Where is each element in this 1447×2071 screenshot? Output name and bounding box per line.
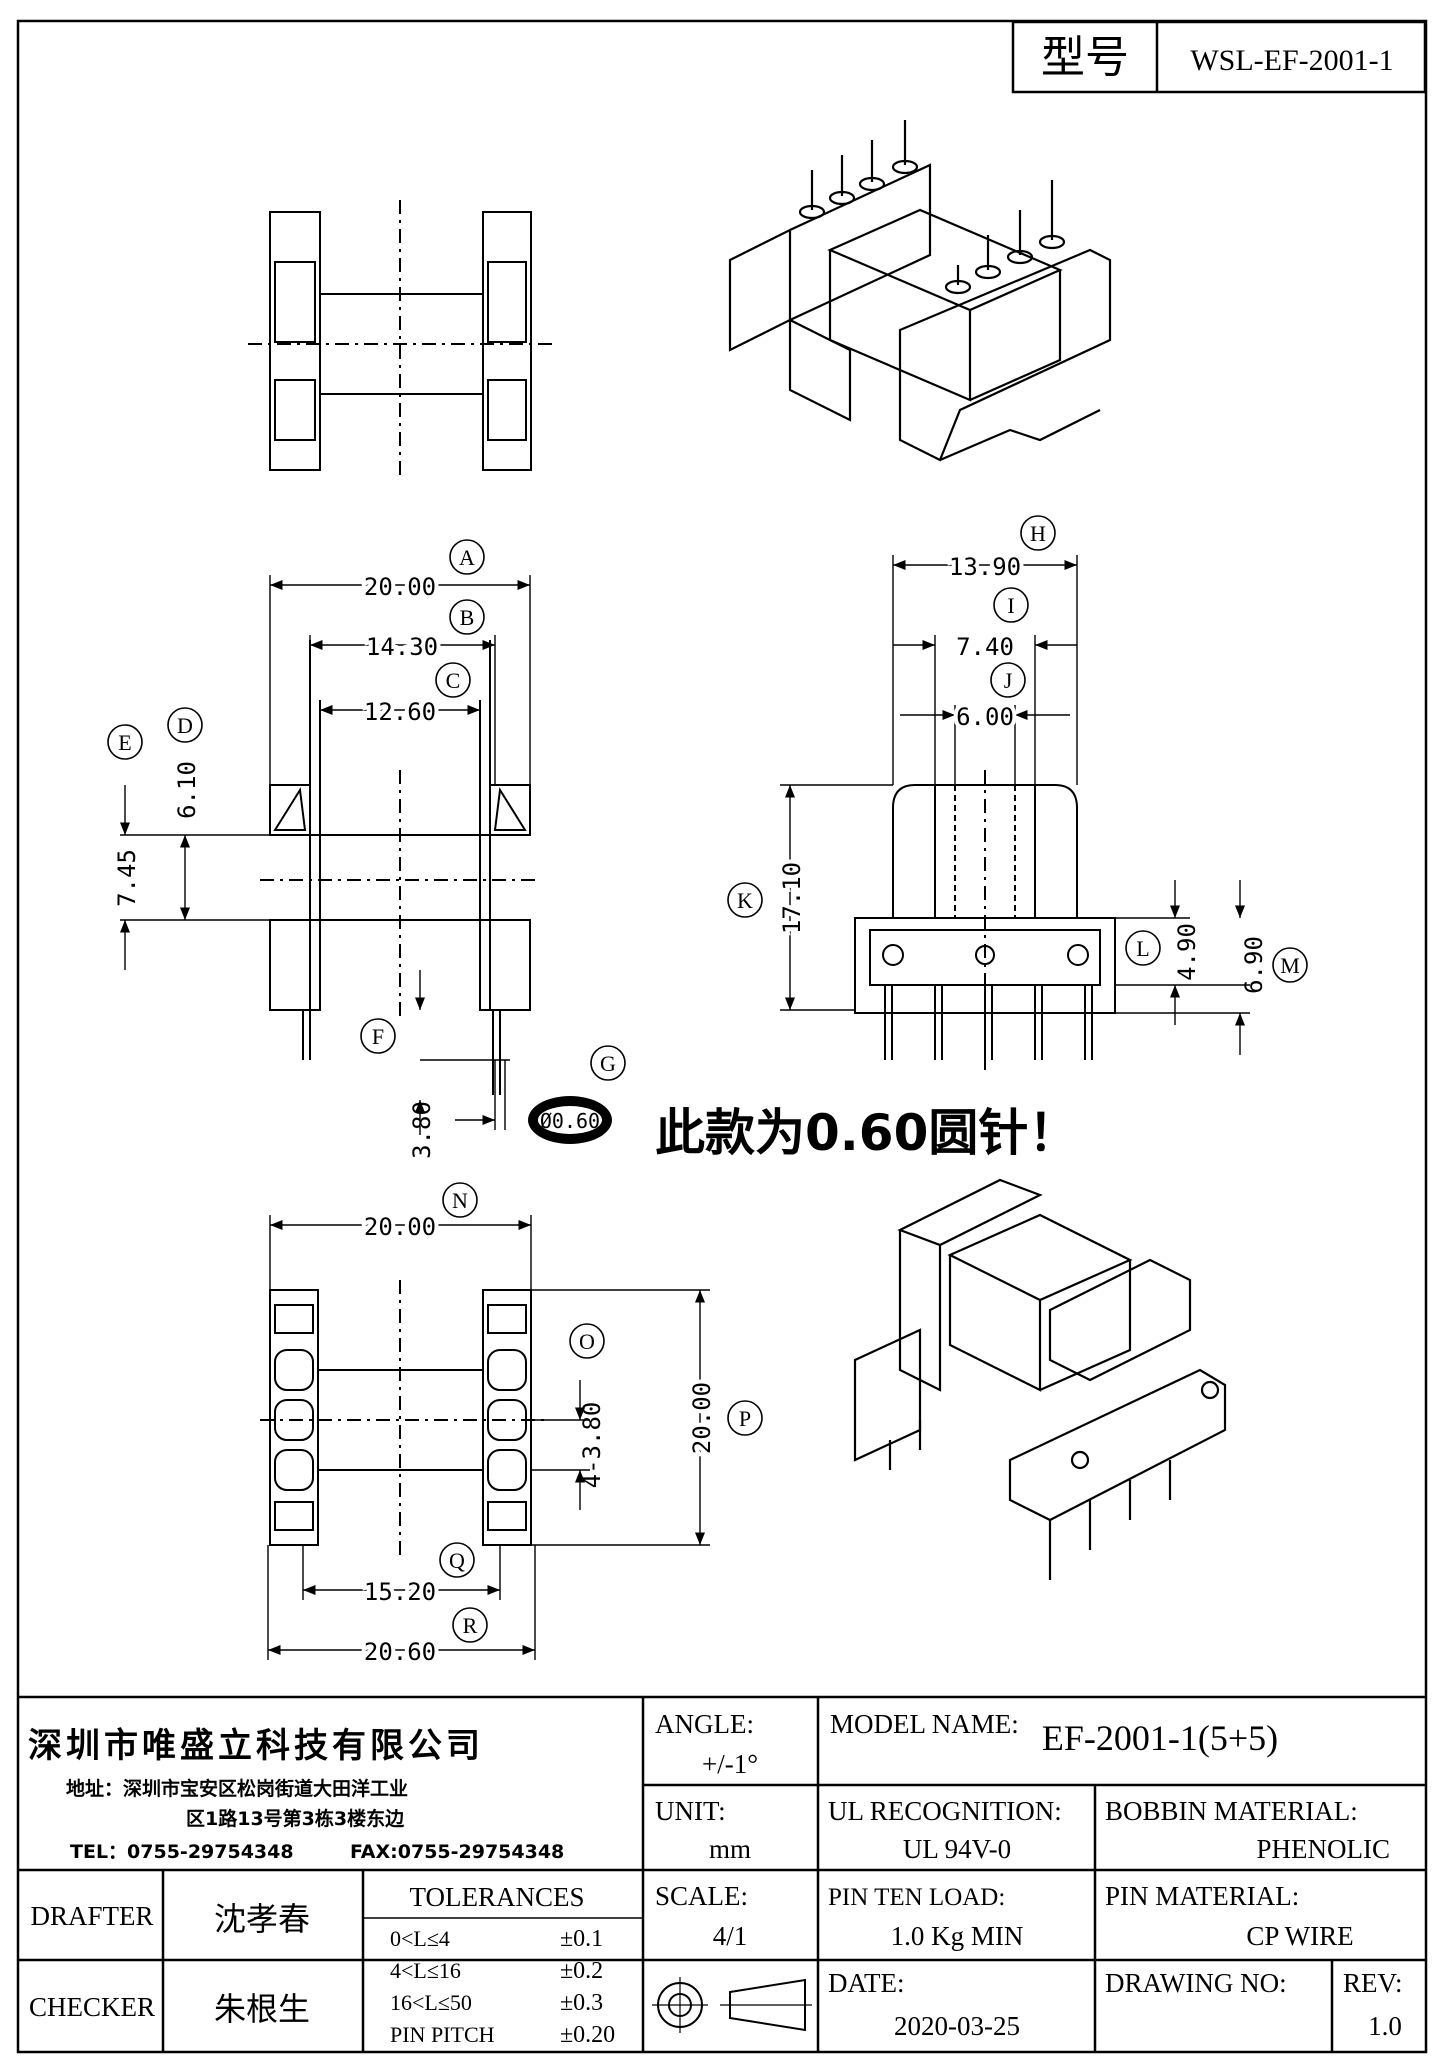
dim-i: 7.40 xyxy=(956,633,1014,661)
drafter-label: DRAFTER xyxy=(30,1901,153,1931)
callout-letter-texts: A B C D E F G H I J K L M N O P Q R xyxy=(118,521,1300,1638)
ul-value: UL 94V-0 xyxy=(903,1834,1011,1864)
company-address-2: 区1路13号第3栋3楼东边 xyxy=(186,1807,405,1830)
front-view xyxy=(120,640,540,1095)
dim-q: 15.20 xyxy=(364,1578,436,1606)
callout-b: B xyxy=(460,605,475,630)
isometric-view-bottom xyxy=(853,1178,1227,1580)
tol-range-2: 4<L≤16 xyxy=(390,1958,461,1983)
drawing-no-label: DRAWING NO: xyxy=(1105,1968,1287,1998)
dim-j: 6.00 xyxy=(956,703,1014,731)
callout-f: F xyxy=(372,1024,384,1049)
company-fax: FAX:0755-29754348 xyxy=(350,1841,564,1863)
callout-l: L xyxy=(1136,936,1149,961)
date-value: 2020-03-25 xyxy=(894,2011,1020,2041)
callout-o: O xyxy=(579,1329,595,1354)
tol-value-3: ±0.3 xyxy=(560,1990,603,2016)
side-view xyxy=(854,770,1116,1070)
callout-h: H xyxy=(1030,521,1046,546)
callout-n: N xyxy=(452,1188,468,1213)
angle-label: ANGLE: xyxy=(655,1709,754,1739)
bobbin-value: PHENOLIC xyxy=(1257,1834,1391,1864)
callout-r: R xyxy=(463,1613,478,1638)
callout-q: Q xyxy=(449,1548,465,1573)
dim-r: 20.60 xyxy=(364,1638,436,1666)
tol-range-3: 16<L≤50 xyxy=(390,1990,472,2015)
angle-value: +/-1° xyxy=(702,1749,758,1779)
pin-material-value: CP WIRE xyxy=(1246,1921,1353,1951)
callout-letters xyxy=(107,515,1308,1643)
dim-k: 17.10 xyxy=(778,862,806,934)
callout-j: J xyxy=(1004,668,1013,693)
tol-value-2: ±0.2 xyxy=(560,1958,603,1984)
callout-m: M xyxy=(1280,953,1300,978)
isometric-view-top xyxy=(728,120,1112,462)
company-info: 深圳市唯盛立科技有限公司 地址：深圳市宝安区松岗街道大田洋工业 区1路13号第3… xyxy=(28,1726,564,1863)
tol-range-1: 0<L≤4 xyxy=(390,1926,450,1951)
callout-i: I xyxy=(1007,593,1014,618)
callout-g: G xyxy=(600,1051,616,1076)
dim-n: 20.00 xyxy=(364,1213,436,1241)
bobbin-label: BOBBIN MATERIAL: xyxy=(1105,1796,1358,1826)
scale-value: 4/1 xyxy=(713,1921,748,1951)
dim-f: 3.80 xyxy=(408,1101,436,1159)
pin-material-label: PIN MATERIAL: xyxy=(1105,1881,1299,1911)
title-box-value: WSL-EF-2001-1 xyxy=(1190,44,1393,77)
dimension-lines xyxy=(119,555,1250,1660)
dim-g: Ø0.60 xyxy=(540,1109,600,1133)
scale-label: SCALE: xyxy=(655,1881,748,1911)
checker-label: CHECKER xyxy=(29,1992,155,2022)
dim-o: 4-3.80 xyxy=(578,1402,606,1489)
rev-label: REV: xyxy=(1343,1968,1403,1998)
unit-value: mm xyxy=(709,1834,751,1864)
callout-a: A xyxy=(459,545,475,570)
title-block-grid xyxy=(18,1695,1426,2052)
dim-p: 20.00 xyxy=(688,1382,716,1454)
title-box: 型号 WSL-EF-2001-1 xyxy=(1011,20,1427,94)
model-value: EF-2001-1(5+5) xyxy=(1042,1718,1278,1758)
dim-l: 4.90 xyxy=(1173,923,1201,981)
date-label: DATE: xyxy=(828,1968,905,1998)
callout-e: E xyxy=(118,730,131,755)
tol-range-4: PIN PITCH xyxy=(390,2022,495,2047)
drafter-value: 沈孝春 xyxy=(214,1900,310,1938)
tol-value-4: ±0.20 xyxy=(560,2022,615,2048)
pin-diameter-badge: Ø0.60 xyxy=(528,1096,612,1144)
callout-p: P xyxy=(739,1406,751,1431)
callout-d: D xyxy=(177,713,193,738)
pin-load-label: PIN TEN LOAD: xyxy=(828,1884,1005,1911)
tol-value-1: ±0.1 xyxy=(560,1926,603,1952)
checker-value: 朱根生 xyxy=(214,1990,310,2028)
pin-note: 此款为0.60圆针！ xyxy=(655,1104,1078,1162)
model-label: MODEL NAME: xyxy=(830,1709,1019,1739)
dim-e: 7.45 xyxy=(113,849,141,907)
ul-label: UL RECOGNITION: xyxy=(828,1796,1062,1826)
dim-m: 6.90 xyxy=(1240,936,1268,994)
top-view xyxy=(248,200,555,480)
rev-value: 1.0 xyxy=(1368,2011,1402,2041)
bottom-view xyxy=(260,1280,545,1555)
dim-c: 12.60 xyxy=(364,698,436,726)
dim-h: 13.90 xyxy=(949,553,1021,581)
dim-b: 14.30 xyxy=(366,633,438,661)
dimension-values: 20.00 14.30 12.60 6.10 7.45 3.80 13.90 7… xyxy=(113,549,1268,1670)
title-block-fields: ANGLE: +/-1° MODEL NAME: EF-2001-1(5+5) … xyxy=(29,1709,1403,2048)
company-name: 深圳市唯盛立科技有限公司 xyxy=(28,1726,484,1766)
unit-label: UNIT: xyxy=(655,1796,726,1826)
tolerances-label: TOLERANCES xyxy=(409,1882,584,1912)
callout-c: C xyxy=(446,668,461,693)
projection-symbol-icon xyxy=(652,1977,812,2033)
dim-a: 20.00 xyxy=(364,573,436,601)
pin-load-value: 1.0 Kg MIN xyxy=(891,1921,1024,1951)
company-tel: TEL：0755-29754348 xyxy=(70,1841,294,1863)
dim-d: 6.10 xyxy=(173,761,201,819)
company-address-1: 地址：深圳市宝安区松岗街道大田洋工业 xyxy=(66,1777,408,1800)
title-box-label: 型号 xyxy=(1041,32,1129,83)
sheet-border xyxy=(16,19,1428,2054)
callout-k: K xyxy=(737,888,753,913)
